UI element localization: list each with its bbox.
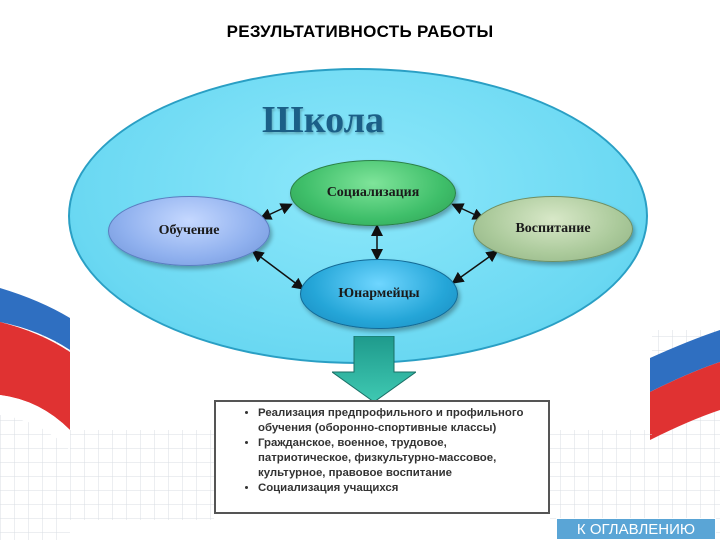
node-learning: Обучение <box>108 196 270 266</box>
left-white-band <box>0 395 70 450</box>
result-item: Реализация предпрофильного и профильного… <box>258 406 540 436</box>
left-red-swoosh <box>0 322 70 430</box>
results-box: Реализация предпрофильного и профильного… <box>214 400 550 514</box>
down-arrow <box>332 336 416 402</box>
arrow-learning-yunarmeytsy <box>251 250 305 290</box>
result-item: Социализация учащихся <box>258 481 540 496</box>
node-upbringing: Воспитание <box>473 196 633 262</box>
arrow-upbringing-yunarmeytsy <box>451 250 499 284</box>
right-red-swoosh <box>650 362 720 440</box>
bottom-grid-strip <box>70 430 214 520</box>
arrow-socialization-upbringing <box>451 203 485 220</box>
bottom-grid-strip-right <box>550 430 652 520</box>
arrow-learning-socialization <box>259 203 293 220</box>
node-yunarmeytsy: Юнармейцы <box>300 259 458 329</box>
page-title: РЕЗУЛЬТАТИВНОСТЬ РАБОТЫ <box>226 22 494 41</box>
right-blue-swoosh <box>650 330 720 392</box>
results-list: Реализация предпрофильного и профильного… <box>236 406 540 496</box>
node-socialization: Социализация <box>290 160 456 226</box>
school-label: Школа <box>262 99 384 141</box>
left-blue-swoosh <box>0 288 70 350</box>
toc-button[interactable]: К ОГЛАВЛЕНИЮ <box>556 518 716 540</box>
result-item: Гражданское, военное, трудовое, патриоти… <box>258 436 540 481</box>
